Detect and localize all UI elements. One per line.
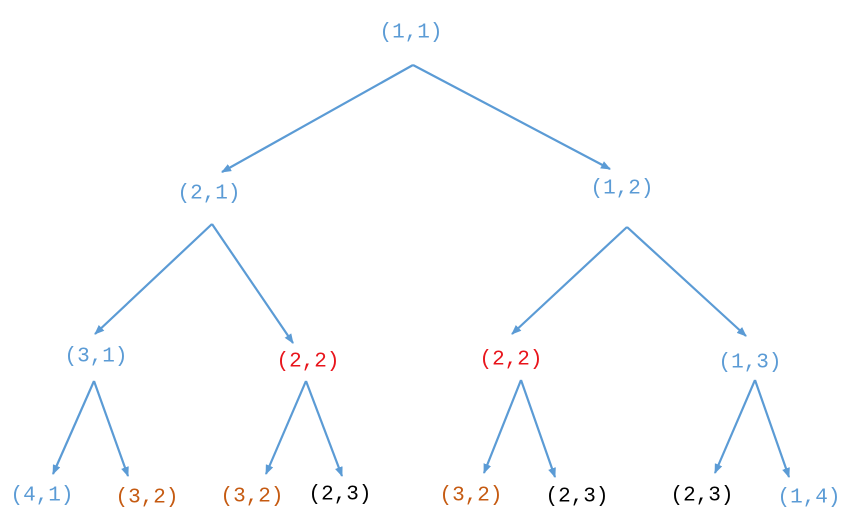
edge-1-3-to-1-4	[753, 379, 791, 478]
edge-2-1-to-3-1	[94, 223, 213, 335]
node-2-2-right: (2,2)	[479, 348, 543, 372]
node-2-2-left: (2,2)	[276, 350, 340, 374]
edge-2-2b-to-3-2	[482, 379, 523, 474]
node-4-1: (4,1)	[10, 484, 74, 508]
edge-3-1-to-3-2	[92, 380, 130, 477]
node-1-3: (1,3)	[718, 351, 782, 375]
edge-2-2-to-3-2	[264, 380, 308, 475]
edge-2-1-to-2-2	[211, 223, 294, 344]
node-3-2-third: (3,2)	[439, 484, 503, 508]
node-3-1: (3,1)	[64, 345, 128, 369]
node-3-2-second: (3,2)	[220, 485, 284, 509]
node-1-2: (1,2)	[590, 177, 654, 201]
edge-3-1-to-4-1	[51, 380, 96, 475]
edge-1-1-to-1-2	[412, 64, 611, 170]
node-2-1: (2,1)	[177, 182, 241, 206]
node-2-3-first: (2,3)	[308, 483, 372, 507]
node-2-3-third: (2,3)	[670, 484, 734, 508]
edge-1-3-to-2-3	[713, 379, 757, 474]
edge-2-2-to-2-3	[304, 380, 344, 477]
edge-1-2-to-1-3	[626, 226, 747, 337]
edge-1-2-to-2-2	[511, 226, 628, 335]
node-1-1: (1,1)	[379, 21, 443, 45]
edge-2-2b-to-2-3	[519, 379, 557, 478]
node-2-3-second: (2,3)	[545, 485, 609, 509]
node-3-2-first: (3,2)	[115, 486, 179, 510]
node-1-4: (1,4)	[777, 486, 841, 510]
edge-1-1-to-2-1	[221, 64, 414, 173]
